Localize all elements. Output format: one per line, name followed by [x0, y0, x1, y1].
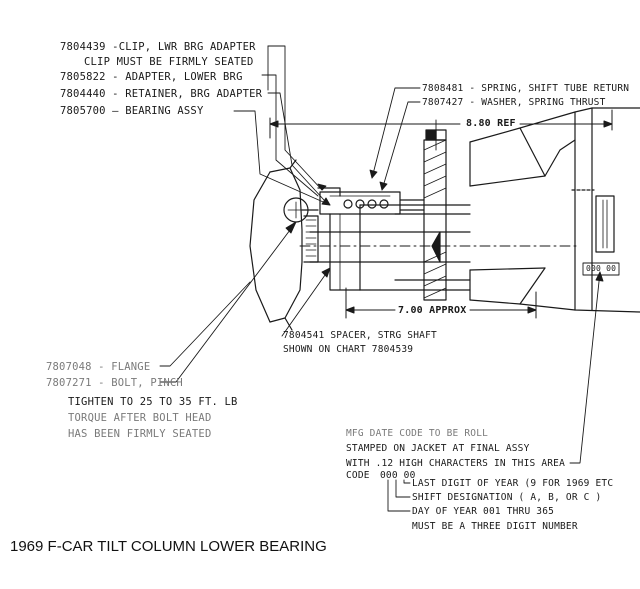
- callout-clip-adapter: 7804439 -CLIP, LWR BRG ADAPTER: [60, 41, 256, 53]
- torque-note-3: HAS BEEN FIRMLY SEATED: [68, 428, 212, 440]
- spacer-chart-note: SHOWN ON CHART 7804539: [283, 344, 414, 355]
- diagram-title: 1969 F-CAR TILT COLUMN LOWER BEARING: [10, 538, 327, 555]
- callout-clip-note: CLIP MUST BE FIRMLY SEATED: [84, 56, 254, 68]
- flange-leader: [159, 221, 297, 383]
- day-of-year-note: DAY OF YEAR 001 THRU 365: [412, 506, 555, 517]
- callout-adapter: 7805822 - ADAPTER, LOWER BRG: [60, 71, 243, 83]
- date-code-value: 000 00: [380, 470, 416, 481]
- jacket-slot: [595, 195, 615, 253]
- flange-label: 7807048 - FLANGE: [46, 361, 151, 373]
- year-digit-note: LAST DIGIT OF YEAR (9 FOR 1969 ETC: [412, 478, 614, 489]
- spacer-leader: [281, 267, 331, 337]
- leader-lines-right: [369, 87, 421, 191]
- flange: [249, 159, 319, 331]
- dimension-ref: 8.80 REF: [466, 118, 516, 129]
- callout-washer: 7807427 - WASHER, SPRING THRUST: [422, 97, 606, 108]
- jacket-code-box: [582, 262, 620, 276]
- dimension-approx: 7.00 APPROX: [398, 305, 467, 316]
- shift-tube-spring: [423, 119, 447, 301]
- callout-bearing-assy: 7805700 — BEARING ASSY: [60, 105, 204, 117]
- pinch-bolt-label: 7807271 - BOLT, PINCH: [46, 377, 183, 389]
- date-code-label: CODE: [346, 470, 370, 481]
- spacer-note: 7804541 SPACER, STRG SHAFT: [283, 330, 437, 341]
- steering-shaft: [299, 204, 581, 291]
- date-code-note-2: STAMPED ON JACKET AT FINAL ASSY: [346, 443, 530, 454]
- date-code-leaders: [387, 271, 604, 512]
- shift-designation-note: SHIFT DESIGNATION ( A, B, OR C ): [412, 492, 602, 503]
- leader-lines-left: [233, 45, 331, 206]
- bearing-assembly: [317, 187, 425, 291]
- target-marker: [425, 129, 437, 141]
- torque-note-2: TORQUE AFTER BOLT HEAD: [68, 412, 212, 424]
- day-digit-note: MUST BE A THREE DIGIT NUMBER: [412, 521, 578, 532]
- column-jacket: [469, 107, 640, 313]
- torque-note-1: TIGHTEN TO 25 TO 35 FT. LB: [68, 396, 238, 408]
- date-code-note-1: MFG DATE CODE TO BE ROLL: [346, 428, 489, 439]
- jacket-code: 000 00: [586, 264, 617, 273]
- callout-spring: 7808481 - SPRING, SHIFT TUBE RETURN: [422, 83, 630, 94]
- callout-retainer: 7804440 - RETAINER, BRG ADAPTER: [60, 88, 263, 100]
- date-code-note-3: WITH .12 HIGH CHARACTERS IN THIS AREA: [346, 458, 566, 469]
